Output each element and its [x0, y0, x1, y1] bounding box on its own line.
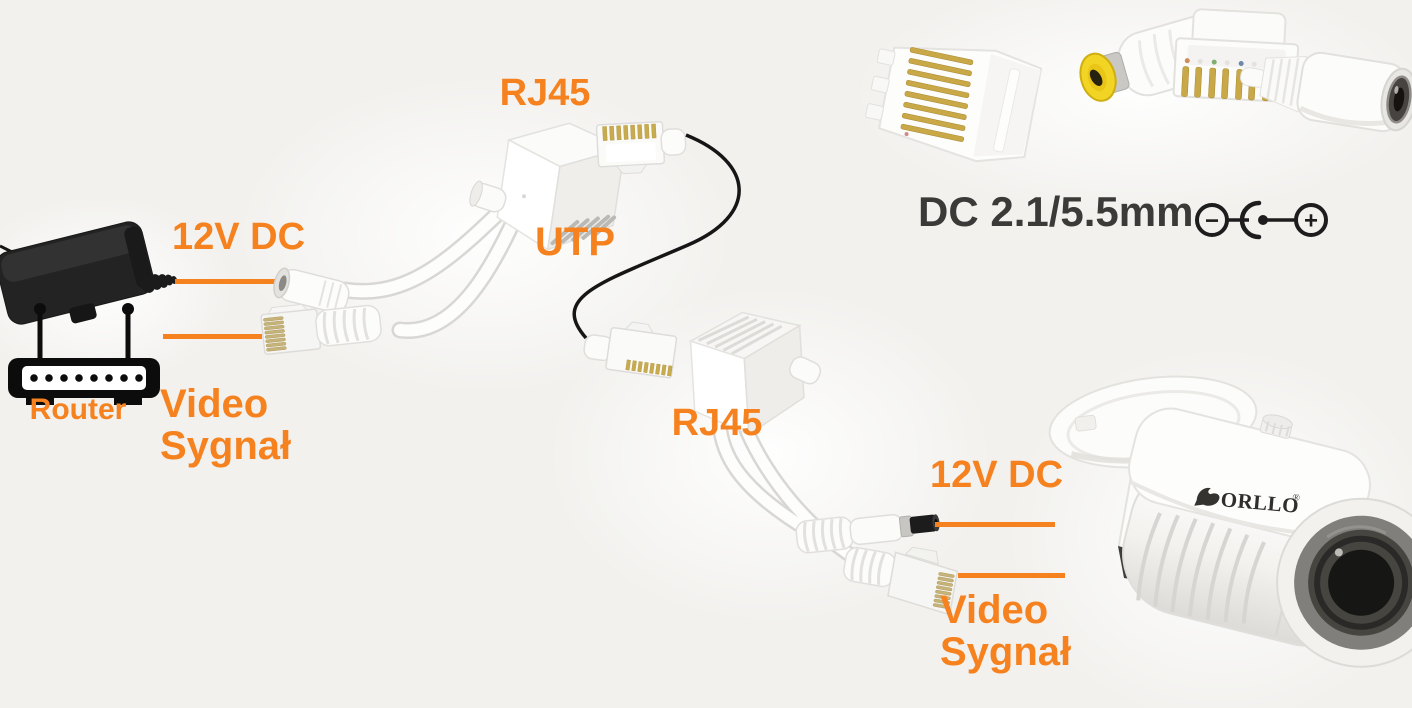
camera-body: ORLLO ®: [1122, 407, 1412, 668]
strain-relief: [140, 274, 178, 293]
cable-gland: [469, 180, 507, 213]
rj45-plug-icon: [260, 303, 382, 355]
connectors-photo-icon: [865, 8, 1412, 163]
dc-male-plug-icon: [795, 514, 940, 554]
dc-spec-label: DC 2.1/5.5mm: [918, 188, 1194, 235]
polarity-plus-glyph: +: [1304, 208, 1318, 235]
rj45-bottom-label: RJ45: [671, 402, 763, 444]
connection-line-power-left: [175, 279, 278, 284]
orllo-logo: ORLLO ®: [1194, 487, 1301, 518]
power-12v-left-label: 12V DC: [172, 216, 306, 258]
camera-lens-icon: [1276, 497, 1412, 668]
dc-female-jack-icon: [273, 267, 350, 313]
rj45-top-label: RJ45: [499, 72, 591, 114]
rj45-plug-icon: [865, 46, 1043, 163]
utp-label: UTP: [535, 220, 615, 264]
orllo-registered-mark: ®: [1292, 492, 1301, 504]
polarity-minus-glyph: −: [1205, 208, 1219, 235]
splitter-box-icon: [688, 311, 822, 436]
rj45-plug-icon: [595, 120, 687, 175]
connection-line-video-left: [163, 334, 262, 339]
poe-splitter-bottom-icon: [583, 311, 959, 616]
power-adapter-icon: [0, 221, 178, 325]
rj45-plug-icon: [583, 321, 678, 379]
poe-injector-top-icon: [260, 120, 741, 355]
utp-cable-icon: [572, 133, 741, 340]
power-12v-right-label: 12V DC: [930, 454, 1064, 496]
video-signal-right-label: Video Sygnał: [940, 588, 1072, 674]
connection-line-power-right: [935, 522, 1055, 527]
dc-female-jack-icon: [1240, 51, 1412, 133]
camera-icon: ORLLO ®: [1048, 375, 1412, 668]
router-label: Router: [29, 393, 127, 426]
dc-polarity-icon: − +: [1195, 200, 1328, 240]
rj45-plug-icon: [843, 546, 959, 616]
video-signal-left-label: Video Sygnał: [160, 382, 292, 468]
camera-knob: [1259, 414, 1293, 439]
orllo-bird-icon: [1194, 487, 1220, 506]
connection-line-video-right: [958, 573, 1065, 578]
router-icon: [8, 303, 160, 405]
